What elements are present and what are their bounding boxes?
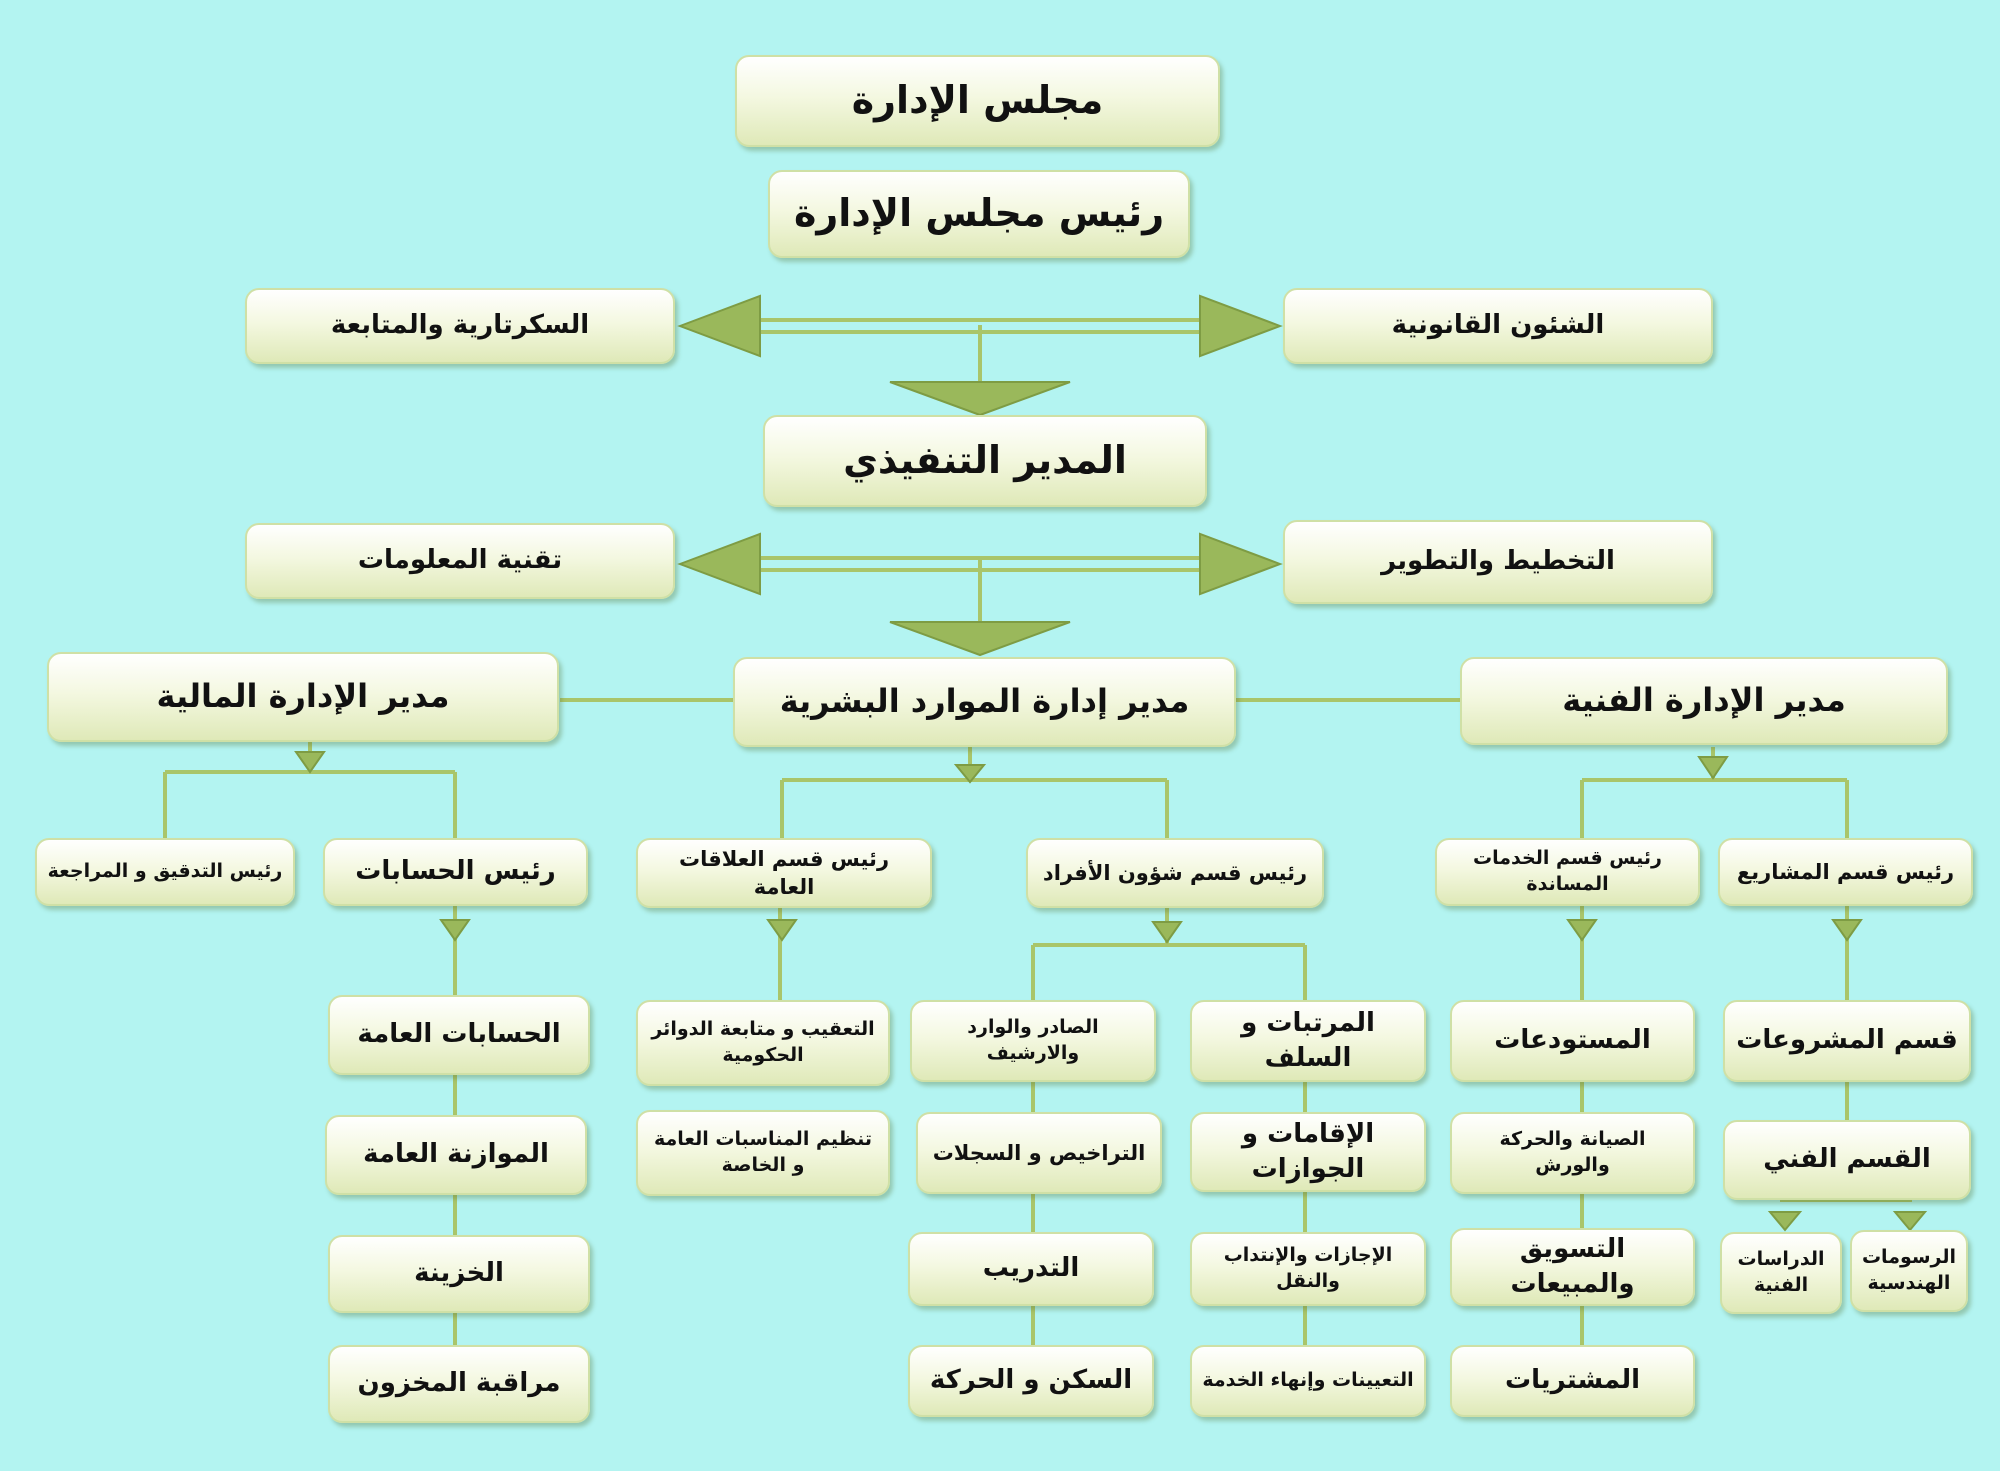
technical-dept-box: مدير الإدارة الفنية	[1460, 657, 1948, 745]
legal-affairs-box: الشئون القانونية	[1283, 288, 1713, 364]
secretariat-box: السكرتارية والمتابعة	[245, 288, 675, 364]
pr-head-box: رئيس قسم العلاقات العامة	[636, 838, 932, 908]
general-budget-box: الموازنة العامة	[325, 1115, 587, 1195]
engineering-drawings-box: الرسومات الهندسية	[1850, 1230, 1968, 1312]
purchases-box: المشتريات	[1450, 1345, 1695, 1417]
technical-studies-box: الدراسات الفنية	[1720, 1232, 1842, 1314]
projects-section-box: قسم المشروعات	[1723, 1000, 1971, 1082]
planning-box: التخطيط والتطوير	[1283, 520, 1713, 604]
accounts-head-box: رئيس الحسابات	[323, 838, 588, 906]
treasury-box: الخزينة	[328, 1235, 590, 1313]
events-box: تنظيم المناسبات العامة و الخاصة	[636, 1110, 890, 1196]
correspondence-box: الصادر والوارد والارشيف	[910, 1000, 1156, 1082]
personnel-head-box: رئيس قسم شؤون الأفراد	[1026, 838, 1324, 908]
inventory-control-box: مراقبة المخزون	[328, 1345, 590, 1423]
appointments-box: التعيينات وإنهاء الخدمة	[1190, 1345, 1426, 1417]
chairman-box: رئيس مجلس الإدارة	[768, 170, 1190, 258]
technical-section-box: القسم الفني	[1723, 1120, 1971, 1200]
board-box: مجلس الإدارة	[735, 55, 1220, 147]
projects-head-box: رئيس قسم المشاريع	[1718, 838, 1973, 906]
general-accounts-box: الحسابات العامة	[328, 995, 590, 1075]
finance-dept-box: مدير الإدارة المالية	[47, 652, 559, 742]
maintenance-box: الصيانة والحركة والورش	[1450, 1112, 1695, 1194]
executive-director-box: المدير التنفيذي	[763, 415, 1207, 507]
warehouses-box: المستودعات	[1450, 1000, 1695, 1082]
leaves-box: الإجازات والإنتداب والنقل	[1190, 1232, 1426, 1306]
govt-followup-box: التعقيب و متابعة الدوائر الحكومية	[636, 1000, 890, 1086]
hr-dept-box: مدير إدارة الموارد البشرية	[733, 657, 1236, 747]
marketing-box: التسويق والمبيعات	[1450, 1228, 1695, 1306]
licenses-box: التراخيص و السجلات	[916, 1112, 1162, 1194]
salaries-box: المرتبات و السلف	[1190, 1000, 1426, 1082]
it-box: تقنية المعلومات	[245, 523, 675, 599]
housing-box: السكن و الحركة	[908, 1345, 1154, 1417]
support-head-box: رئيس قسم الخدمات المساندة	[1435, 838, 1700, 906]
training-box: التدريب	[908, 1232, 1154, 1306]
residencies-box: الإقامات و الجوازات	[1190, 1112, 1426, 1192]
audit-head-box: رئيس التدقيق و المراجعة	[35, 838, 295, 906]
